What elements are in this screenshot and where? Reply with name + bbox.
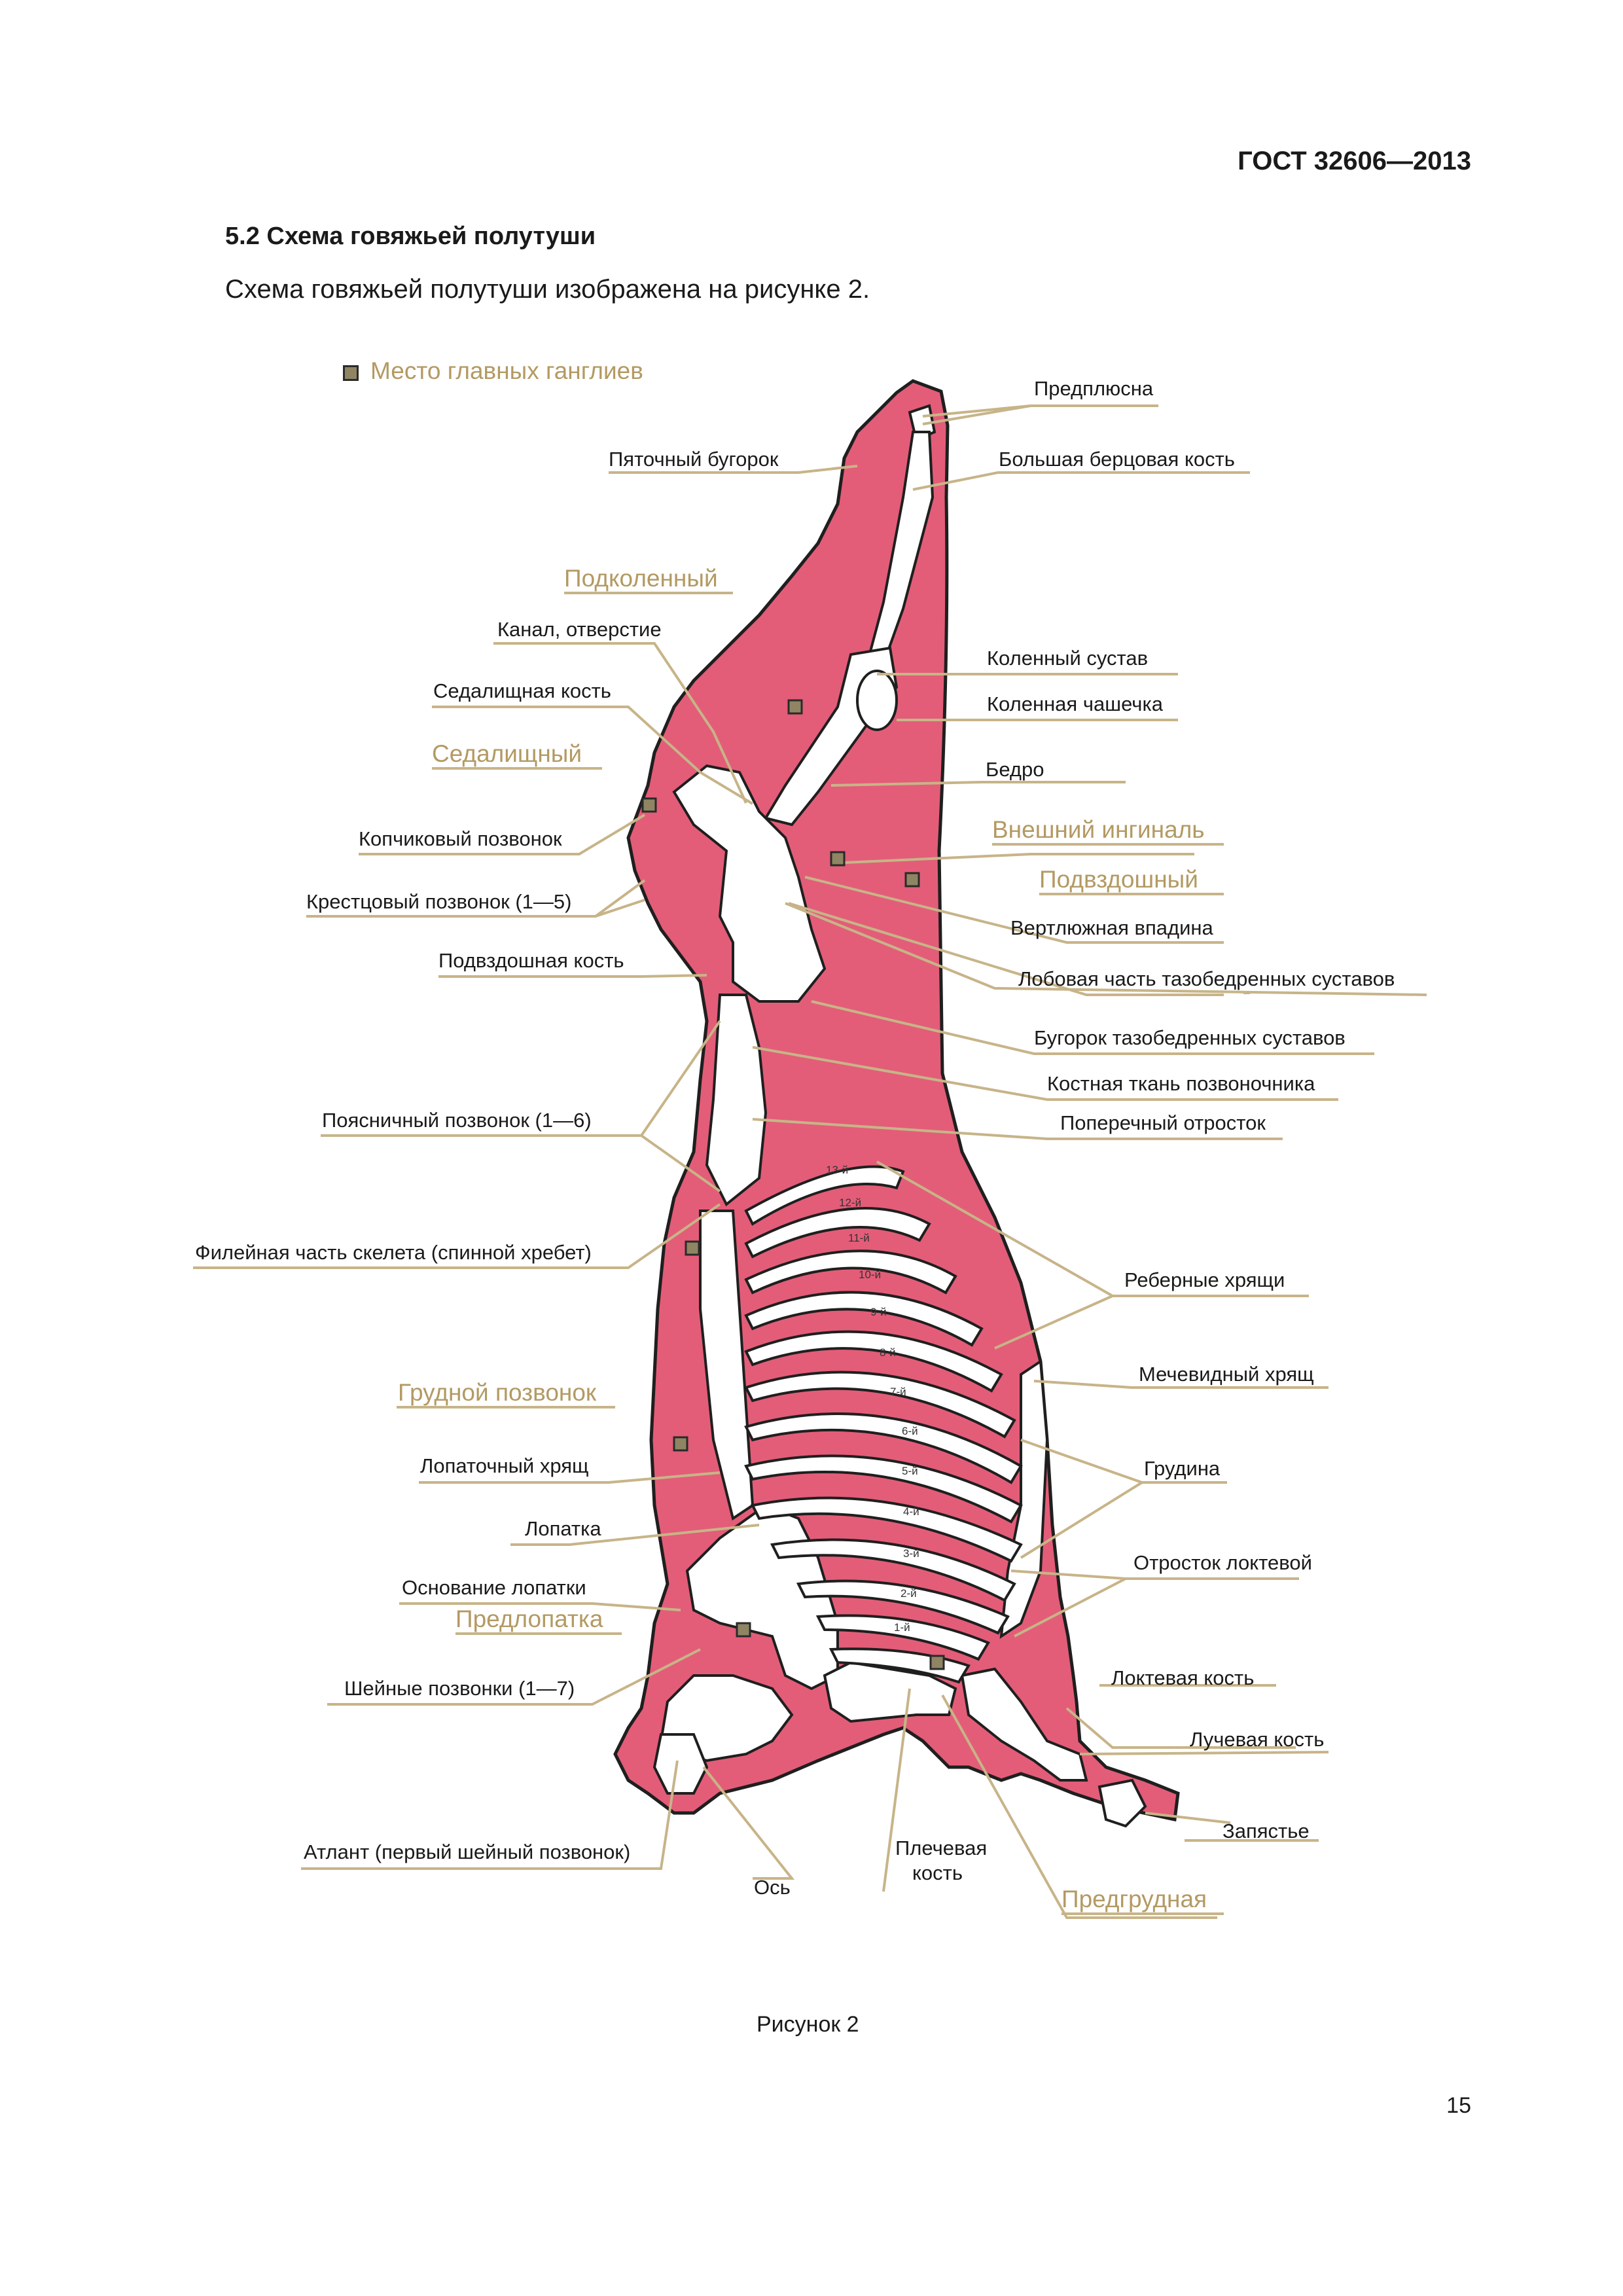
label-otrostok-loktevoy: Отросток локтевой <box>1133 1551 1312 1574</box>
ribs-group <box>744 1165 1023 1684</box>
pelvis-bone <box>672 764 827 1003</box>
ganglion-marker-icon <box>736 1622 751 1638</box>
sternum-bone <box>999 1359 1049 1640</box>
rib-label: 3-й <box>903 1547 919 1560</box>
rib-label: 8-й <box>880 1346 896 1359</box>
label-poperechny: Поперечный отросток <box>1060 1111 1266 1134</box>
rib <box>770 1538 1016 1602</box>
rib-label: 12-й <box>839 1196 861 1209</box>
rib <box>744 1454 1023 1524</box>
rib-label: 10-й <box>859 1268 881 1281</box>
label-vertlyuzhnaya: Вертлюжная впадина <box>1010 916 1214 939</box>
ganglion-label-sedalishchny: Седалищный <box>432 740 582 767</box>
rib <box>744 1330 1003 1393</box>
ganglion-marker-icon <box>904 872 920 888</box>
legend-label: Место главных ганглиев <box>370 357 643 384</box>
label-kanal: Канал, отверстие <box>497 618 662 641</box>
rib <box>796 1579 1010 1635</box>
ganglion-marker-icon <box>787 699 803 715</box>
label-underlines <box>397 592 1224 1915</box>
rib-labels: 13-й 12-й 11-й 10-й 9-й 8-й 7-й 6-й 5-й … <box>826 1164 919 1634</box>
rib <box>751 1496 1023 1563</box>
rib-label: 2-й <box>901 1587 917 1600</box>
ganglion-label-predlopatka: Предлопатка <box>455 1605 603 1632</box>
label-sedalishchnaya-kost: Седалищная кость <box>433 679 611 702</box>
rib <box>815 1614 990 1661</box>
rib-label: 6-й <box>902 1425 918 1437</box>
ulna-radius-bones <box>960 1667 1088 1782</box>
atlas-bone <box>652 1733 709 1795</box>
rib-label: 13-й <box>826 1164 848 1176</box>
label-osnovanie-lopatki: Основание лопатки <box>402 1576 586 1599</box>
label-grudina: Грудина <box>1144 1457 1221 1480</box>
rib <box>744 1207 931 1259</box>
rib-label: 7-й <box>890 1386 906 1398</box>
label-krestcovy: Крестцовый позвонок (1—5) <box>306 890 571 913</box>
rib <box>744 1165 905 1226</box>
label-lopatochny-khryashch: Лопаточный хрящ <box>420 1454 589 1477</box>
ganglion-label-podvzdoshny: Подвздошный <box>1039 866 1198 893</box>
anatomy-labels: Предплюсна Пяточный бугорок Большая берц… <box>195 377 1395 1899</box>
leader-lines <box>193 404 1427 1919</box>
figure-caption: Рисунок 2 <box>757 2012 859 2037</box>
humerus-bone <box>823 1660 957 1723</box>
page-number: 15 <box>1446 2093 1471 2118</box>
ganglion-label-podkolenny: Подколенный <box>564 565 718 592</box>
label-bugorok-taz: Бугорок тазобедренных суставов <box>1034 1026 1346 1049</box>
label-zapyastye: Запястье <box>1222 1820 1310 1842</box>
label-luchevaya-kost: Лучевая кость <box>1190 1728 1324 1751</box>
label-predplyusna: Предплюсна <box>1034 377 1154 400</box>
carpus-bones <box>1097 1778 1147 1828</box>
label-lobovaya: Лобовая часть тазобедренных суставов <box>1018 967 1395 990</box>
label-mechevidny: Мечевидный хрящ <box>1139 1363 1314 1386</box>
label-kost: кость <box>912 1861 963 1884</box>
label-rebernye: Реберные хрящи <box>1124 1268 1285 1291</box>
section-text: Схема говяжьей полутуши изображена на ри… <box>225 275 870 304</box>
section-title: 5.2 Схема говяжьей полутуши <box>225 223 596 250</box>
label-kolenny-sustav: Коленный сустав <box>987 647 1148 670</box>
rib-label: 4-й <box>903 1505 919 1518</box>
rib-label: 11-й <box>848 1232 870 1244</box>
label-kopchikovy: Копчиковый позвонок <box>359 827 562 850</box>
label-sheynye: Шейные позвонки (1—7) <box>344 1677 575 1700</box>
rib <box>744 1291 984 1347</box>
ganglion-marker-icon <box>673 1436 688 1452</box>
label-bedro: Бедро <box>986 758 1044 781</box>
label-fileynaya: Филейная часть скелета (спинной хребет) <box>195 1241 592 1264</box>
ganglion-label-vneshny-inginal: Внешний ингиналь <box>992 816 1205 843</box>
rib <box>744 1412 1023 1484</box>
ganglion-labels: Подколенный Седалищный Внешний ингиналь … <box>398 565 1207 1912</box>
ganglion-label-predgrudnaya: Предгрудная <box>1061 1886 1207 1912</box>
ganglion-marker-icon <box>929 1655 945 1670</box>
document-code: ГОСТ 32606—2013 <box>1238 147 1471 175</box>
label-plechevaya: Плечевая <box>895 1837 987 1859</box>
rib <box>744 1249 957 1295</box>
label-os: Ось <box>754 1876 791 1899</box>
label-pyatochny-bugorok: Пяточный бугорок <box>609 448 779 471</box>
ganglion-marker-icon <box>830 851 846 867</box>
label-kostnaya-tkan: Костная ткань позвоночника <box>1047 1072 1315 1095</box>
label-kolennaya-chashechka: Коленная чашечка <box>987 692 1164 715</box>
spine-lumbar <box>705 994 768 1207</box>
label-bolshaya-bertsovaya: Большая берцовая кость <box>999 448 1235 471</box>
ganglion-label-grudnoy-pozvonok: Грудной позвонок <box>398 1379 597 1406</box>
ganglion-markers <box>641 699 945 1670</box>
ganglion-marker-icon <box>343 365 359 381</box>
rib-label: 5-й <box>902 1465 918 1477</box>
kneecap-bone <box>856 670 898 731</box>
label-lopatka: Лопатка <box>525 1517 601 1540</box>
rib-label: 1-й <box>894 1621 910 1634</box>
rib <box>744 1371 1016 1439</box>
label-poyasnichny: Поясничный позвонок (1—6) <box>322 1109 592 1132</box>
label-atlant: Атлант (первый шейный позвонок) <box>304 1840 630 1863</box>
label-loktevaya-kost: Локтевая кость <box>1111 1666 1254 1689</box>
rib-label: 9-й <box>870 1306 887 1318</box>
ganglion-marker-icon <box>641 797 657 813</box>
ganglion-marker-icon <box>685 1240 700 1256</box>
label-podvzdoshnaya-kost: Подвздошная кость <box>438 949 624 972</box>
